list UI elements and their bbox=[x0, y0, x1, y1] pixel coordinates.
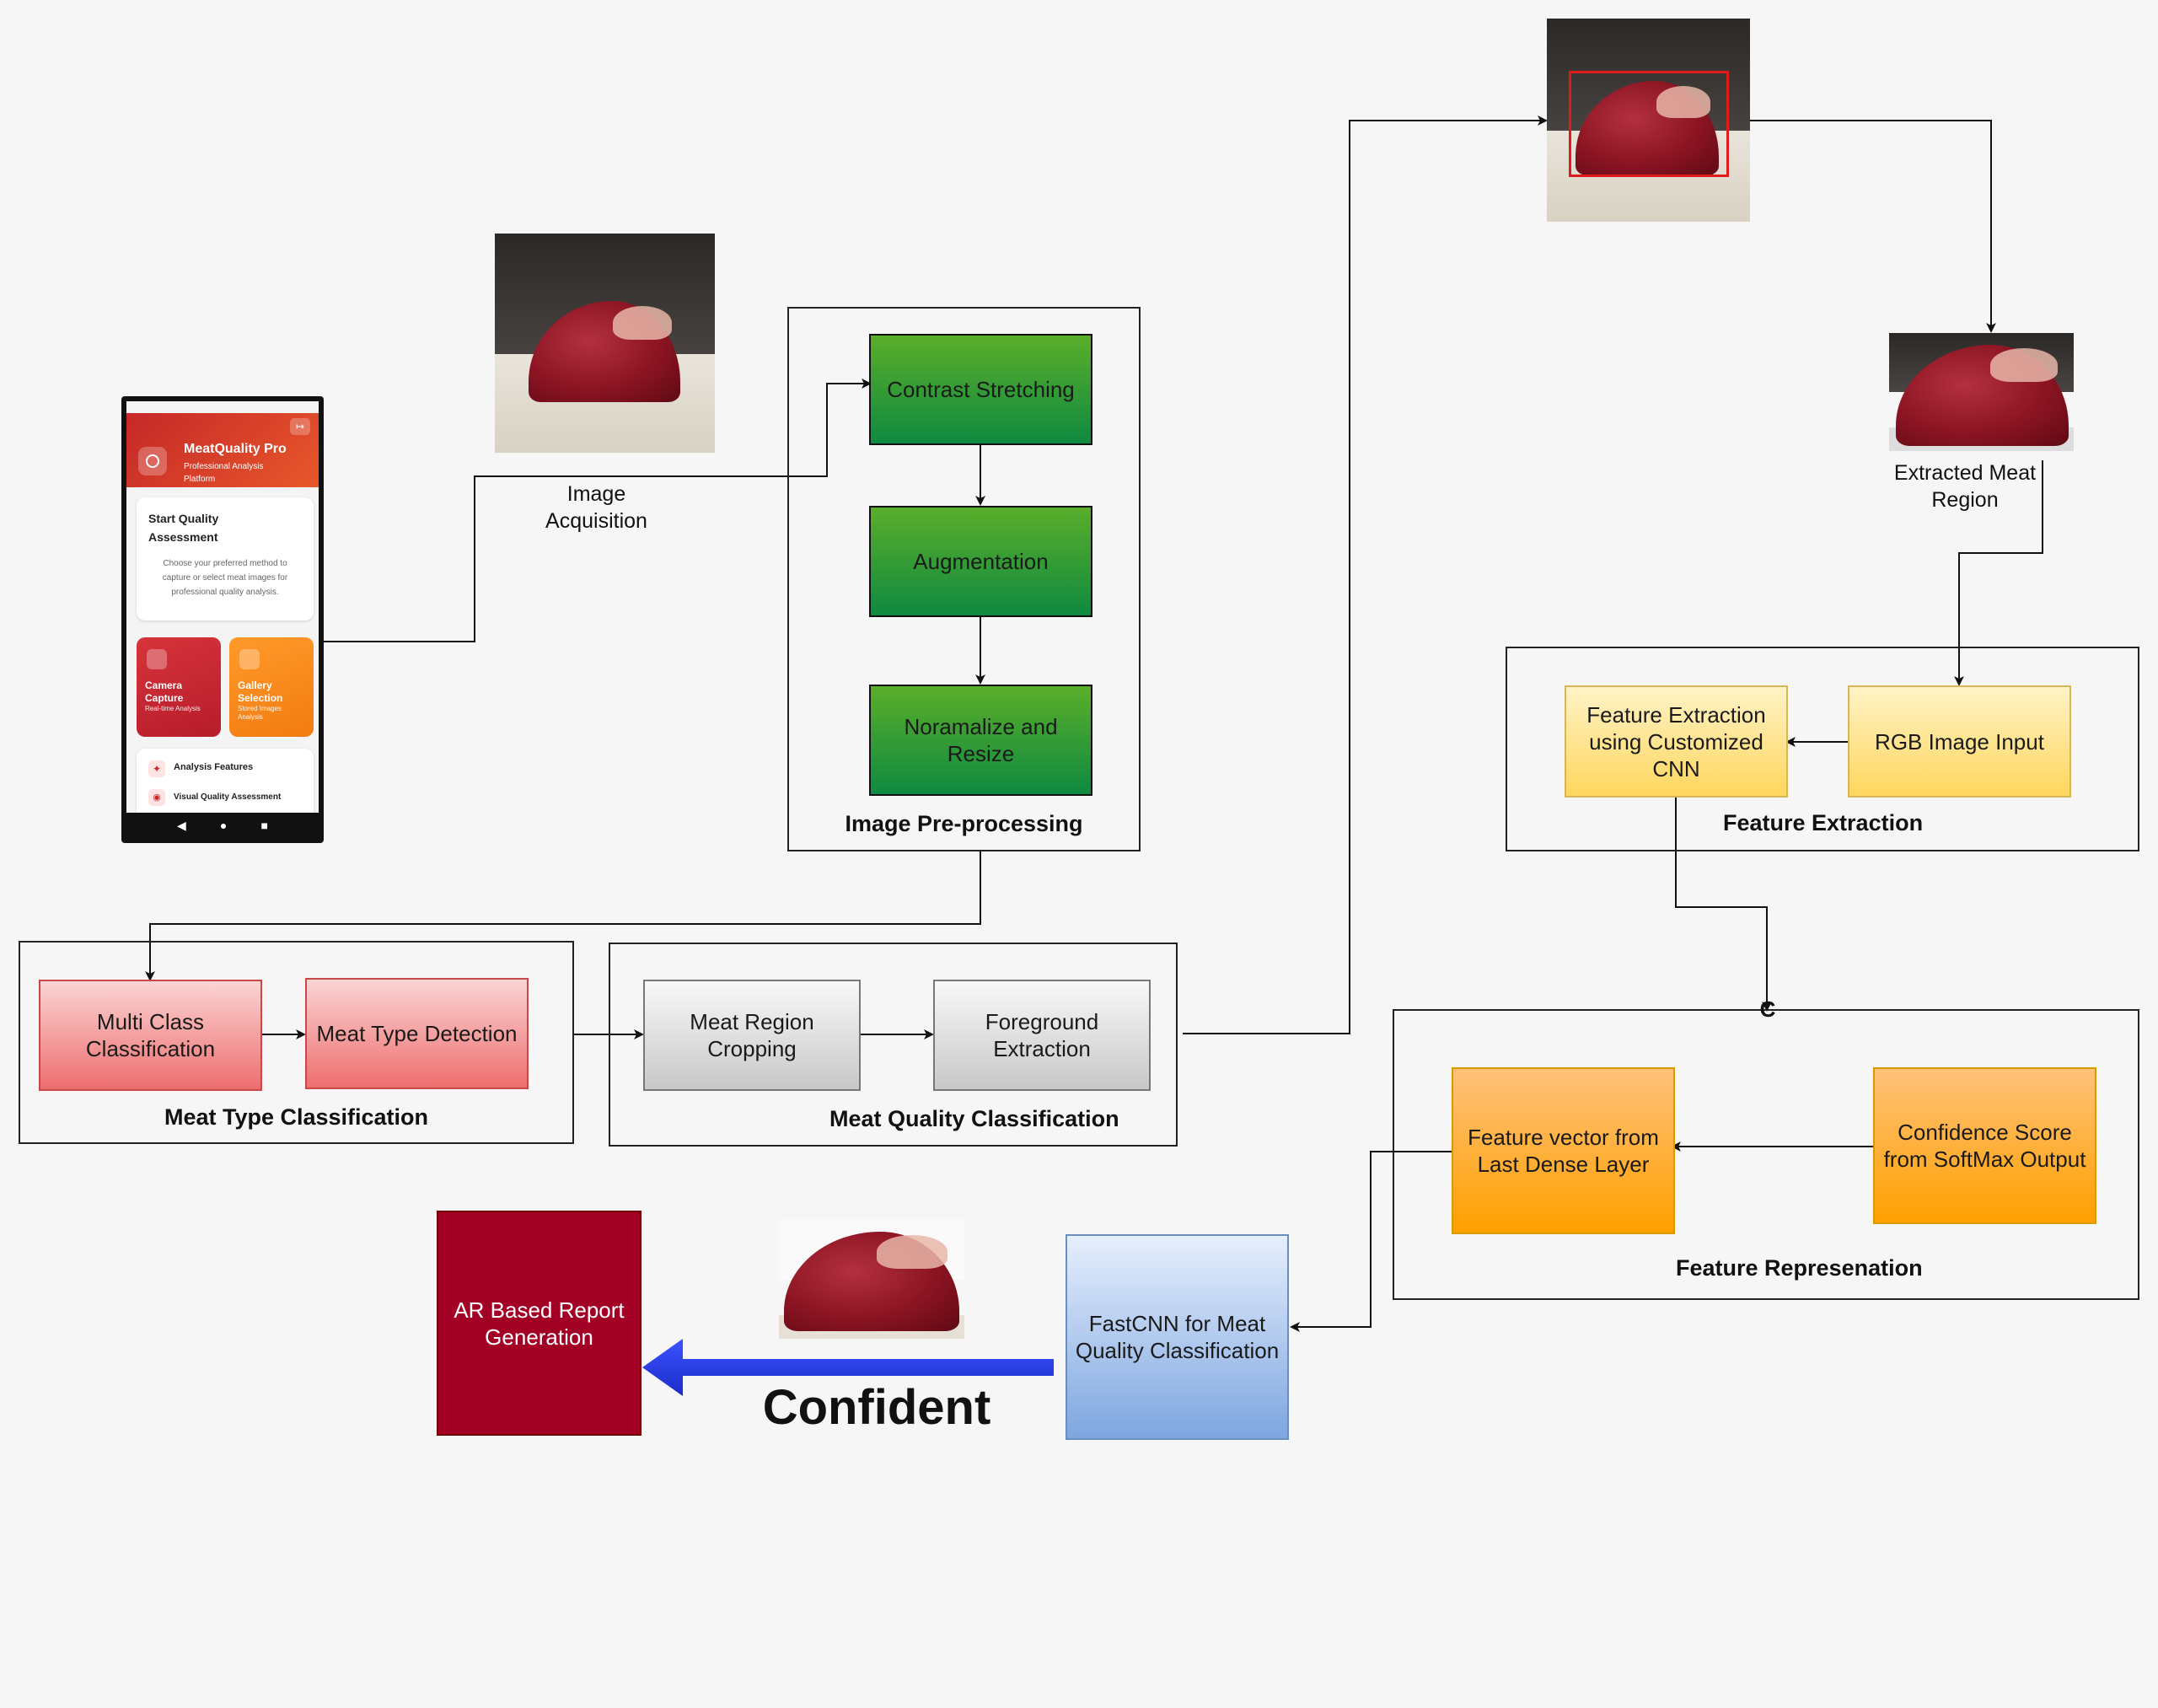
meat-photo-extracted bbox=[1889, 333, 2074, 451]
feature-extraction-group: Feature Extraction bbox=[1506, 647, 2139, 851]
feature-vector-node: Feature vector from Last Dense Layer bbox=[1452, 1067, 1675, 1234]
app-subtitle: Professional Analysis Platform bbox=[184, 462, 264, 484]
wire-quality-to-photo bbox=[1183, 115, 1548, 1034]
recents-icon[interactable]: ■ bbox=[260, 819, 268, 832]
augmentation-node: Augmentation bbox=[869, 506, 1092, 617]
wire-phone-to-preprocessing bbox=[323, 379, 872, 642]
meat-region-cropping-node: Meat Region Cropping bbox=[643, 980, 861, 1091]
confident-arrow bbox=[642, 1339, 1054, 1396]
camera-capture-tile[interactable]: Camera Capture Real-time Analysis bbox=[137, 637, 221, 737]
preprocessing-group: Image Pre-processing bbox=[787, 307, 1141, 851]
phone-app-header: MeatQuality Pro Professional Analysis Pl… bbox=[126, 413, 319, 487]
multi-class-node: Multi Class Classification bbox=[39, 980, 262, 1091]
fastcnn-node: FastCNN for Meat Quality Classification bbox=[1066, 1234, 1289, 1440]
detection-bounding-box bbox=[1569, 71, 1729, 177]
image-acquisition-label: Image Acquisition bbox=[545, 482, 647, 533]
logout-icon[interactable]: ↦ bbox=[290, 418, 310, 435]
card-title: Start Quality Assessment bbox=[148, 512, 219, 544]
meat-quality-title: Meat Quality Classification bbox=[829, 1106, 1119, 1131]
meat-quality-group: Meat Quality Classification bbox=[609, 943, 1178, 1147]
feature-representation-title: Feature Represenation bbox=[1676, 1255, 1923, 1281]
gallery-icon bbox=[239, 649, 260, 669]
wire-vector-to-fastcnn bbox=[1290, 1151, 1452, 1332]
home-icon[interactable]: ● bbox=[219, 819, 228, 832]
analysis-features-card: ✦ Analysis Features ◉ Visual Quality Ass… bbox=[137, 749, 314, 824]
wire-photo-to-extracted bbox=[1750, 120, 1996, 333]
feature-representation-group: Feature Represenation bbox=[1393, 1009, 2139, 1300]
ar-report-node: AR Based Report Generation bbox=[437, 1211, 641, 1436]
wire-preprocessing-to-meattype bbox=[145, 851, 981, 981]
meat-type-group: Meat Type Classification bbox=[19, 941, 574, 1144]
wire-cnn-to-representation bbox=[1675, 798, 1772, 1012]
wire-extracted-to-rgb bbox=[1954, 460, 2043, 686]
junction-label: C bbox=[1759, 996, 1776, 1022]
meat-type-detection-node: Meat Type Detection bbox=[305, 978, 529, 1089]
contrast-stretching-node: Contrast Stretching bbox=[869, 334, 1092, 445]
eye-icon: ◉ bbox=[148, 789, 165, 806]
feature-extraction-title: Feature Extraction bbox=[1723, 810, 1924, 835]
camera-icon bbox=[147, 649, 167, 669]
feature-item: Visual Quality Assessment bbox=[174, 792, 282, 802]
gallery-selection-tile[interactable]: Gallery Selection Stored Images Analysis bbox=[229, 637, 314, 737]
preprocessing-title: Image Pre-processing bbox=[845, 811, 1083, 836]
confidence-score-node: Confidence Score from SoftMax Output bbox=[1873, 1067, 2096, 1224]
sparkle-icon: ✦ bbox=[148, 760, 165, 777]
extracted-meat-region-label: Extracted Meat Region bbox=[1893, 461, 2037, 512]
foreground-extraction-node: Foreground Extraction bbox=[933, 980, 1151, 1091]
back-icon[interactable]: ◀ bbox=[177, 818, 186, 832]
customized-cnn-node: Feature Extraction using Customized CNN bbox=[1565, 685, 1788, 798]
meat-photo-final bbox=[779, 1220, 964, 1339]
confident-label: Confident bbox=[762, 1380, 991, 1435]
features-title: Analysis Features bbox=[174, 762, 254, 772]
card-text: Choose your preferred method to capture … bbox=[162, 559, 288, 597]
normalize-resize-node: Noramalize and Resize bbox=[869, 685, 1092, 796]
start-assessment-card: Start Quality Assessment Choose your pre… bbox=[137, 497, 314, 620]
meat-photo-acquisition bbox=[495, 234, 715, 453]
android-nav-bar: ◀ ● ■ bbox=[126, 813, 319, 838]
meat-photo-detected bbox=[1547, 19, 1750, 222]
rgb-image-input-node: RGB Image Input bbox=[1848, 685, 2071, 798]
phone-mockup: MeatQuality Pro Professional Analysis Pl… bbox=[121, 396, 324, 843]
app-title: MeatQuality Pro bbox=[184, 442, 287, 456]
app-logo-icon bbox=[138, 447, 167, 475]
meat-type-title: Meat Type Classification bbox=[164, 1104, 429, 1130]
